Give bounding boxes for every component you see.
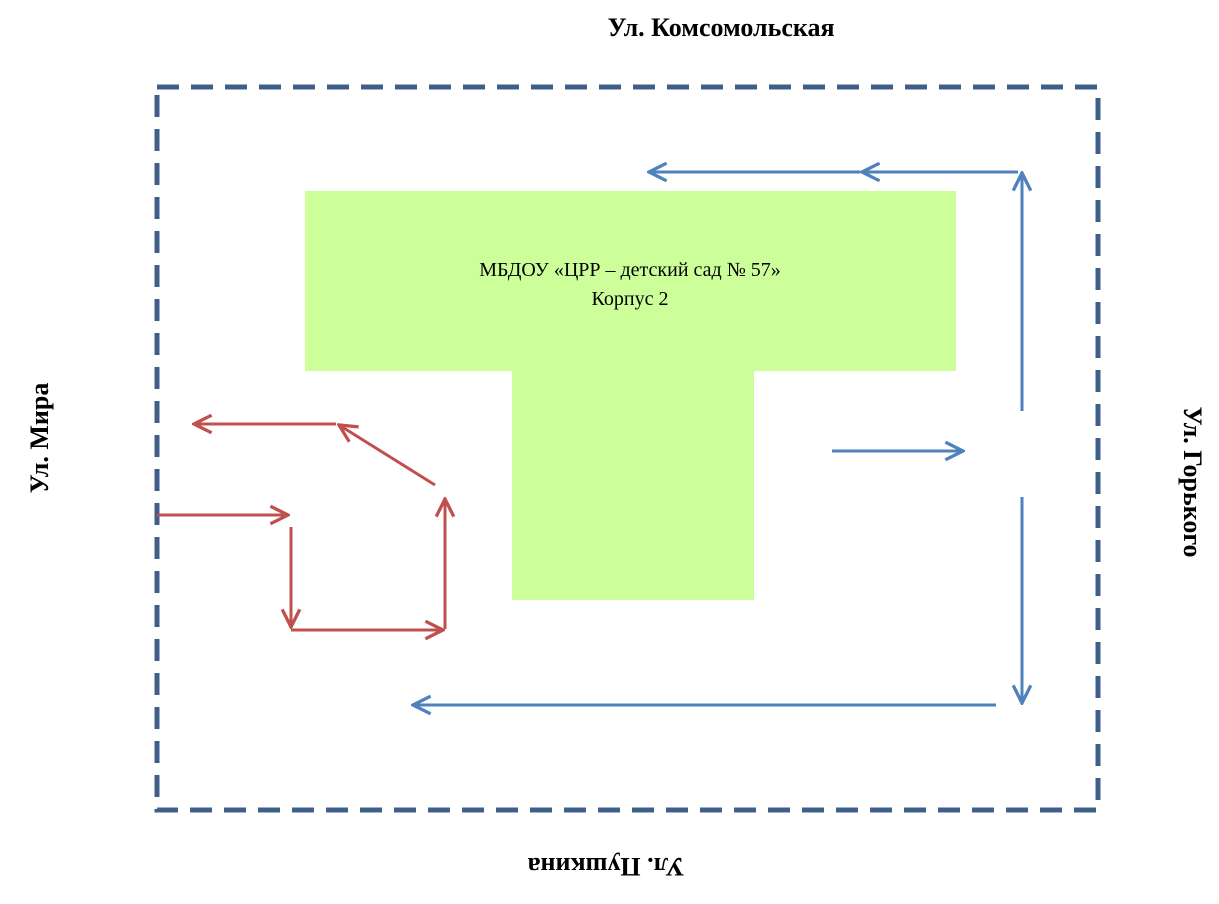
kindergarten-building xyxy=(305,191,956,600)
red-arrow-diagonal xyxy=(339,425,436,487)
blue-route xyxy=(413,172,1022,705)
building-block: Корпус 2 xyxy=(592,288,669,310)
red-route xyxy=(157,424,445,630)
street-label-right: Ул. Горького xyxy=(1178,407,1207,558)
street-label-top: Ул. Комсомольская xyxy=(607,13,834,42)
street-label-bottom: Ул. Пушкина xyxy=(528,852,685,881)
building-name: МБДОУ «ЦРР – детский сад № 57» xyxy=(479,259,781,281)
territory-boundary xyxy=(154,84,1101,813)
street-label-left: Ул. Мира xyxy=(25,383,54,494)
